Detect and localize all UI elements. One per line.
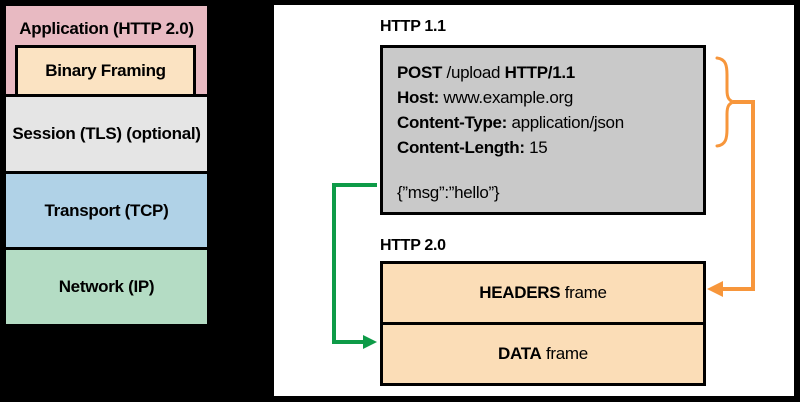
request-method: POST: [397, 63, 443, 82]
header-name: Content-Type:: [397, 113, 508, 132]
session-layer-label: Session (TLS) (optional): [12, 124, 201, 143]
binary-framing-label: Binary Framing: [45, 61, 166, 80]
diagram-panel: HTTP 1.1 POST /upload HTTP/1.1 Host: www…: [271, 2, 797, 399]
header-name: Host:: [397, 88, 439, 107]
network-layer-label: Network (IP): [58, 277, 155, 296]
http11-label: HTTP 1.1: [380, 18, 446, 35]
header-value: application/json: [507, 113, 624, 132]
headers-frame-label: HEADERS: [479, 283, 561, 302]
request-line: Host: www.example.org: [397, 85, 691, 110]
layer-transport: Transport (TCP): [6, 174, 207, 250]
layer-session: Session (TLS) (optional): [6, 97, 207, 174]
request-line: POST /upload HTTP/1.1: [397, 60, 691, 85]
header-name: Content-Length:: [397, 138, 525, 157]
request-path: /upload: [442, 63, 505, 82]
http20-frames-box: HEADERS frame DATA frame: [380, 261, 706, 386]
request-body: {”msg”:”hello”}: [397, 183, 500, 202]
layer-network: Network (IP): [6, 250, 207, 324]
http20-label: HTTP 2.0: [380, 237, 446, 254]
application-layer-label: Application (HTTP 2.0): [19, 19, 194, 38]
data-frame-label: DATA: [498, 344, 542, 363]
headers-frame-row: HEADERS frame: [383, 264, 703, 325]
header-value: 15: [524, 138, 548, 157]
request-version: HTTP/1.1: [504, 63, 576, 82]
http11-request-box: POST /upload HTTP/1.1 Host: www.example.…: [380, 45, 706, 215]
binary-framing-box: Binary Framing: [15, 45, 196, 97]
layer-application: Application (HTTP 2.0) Binary Framing: [6, 6, 207, 97]
header-value: www.example.org: [438, 88, 574, 107]
request-line: Content-Type: application/json: [397, 110, 691, 135]
protocol-stack: Application (HTTP 2.0) Binary Framing Se…: [3, 3, 210, 327]
transport-layer-label: Transport (TCP): [44, 200, 169, 220]
request-line: Content-Length: 15: [397, 135, 691, 160]
data-frame-row: DATA frame: [498, 344, 588, 363]
